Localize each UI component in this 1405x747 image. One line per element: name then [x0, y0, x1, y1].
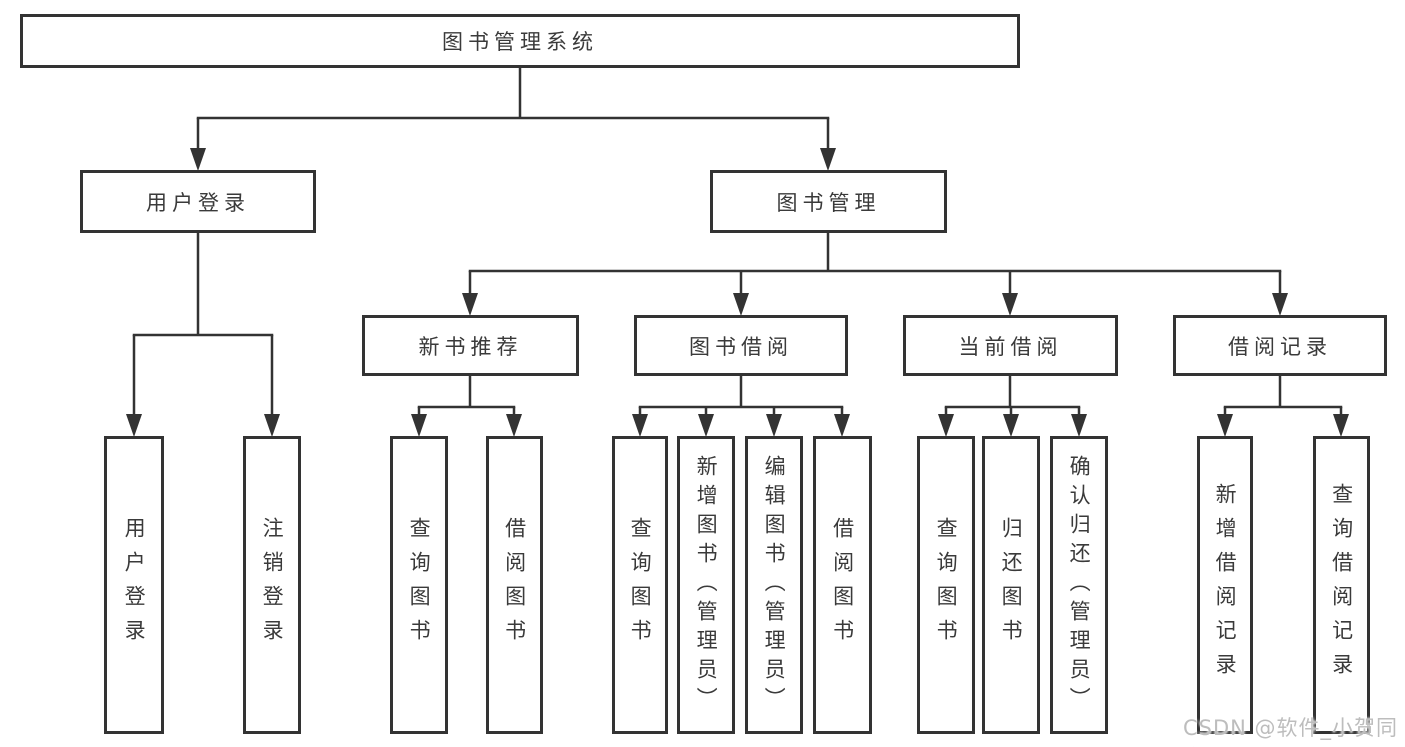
edges-book-management-split — [462, 233, 1288, 316]
arrowhead-icon — [1071, 414, 1087, 437]
arrowhead-icon — [506, 414, 522, 437]
node-label: 借阅图书 — [502, 517, 527, 653]
node-label: 新书推荐 — [418, 334, 523, 359]
node-label: 当前借阅 — [958, 334, 1063, 359]
node-book-management: 图书管理 — [710, 170, 947, 233]
node-label: 图书管理 — [776, 190, 881, 215]
arrowhead-icon — [766, 414, 782, 437]
edges-book-borrowing-split — [632, 376, 850, 437]
arrowhead-icon — [834, 414, 850, 437]
node-label: 编辑图书（管理员） — [762, 454, 787, 716]
arrowhead-icon — [698, 414, 714, 437]
node-user-login: 用户登录 — [80, 170, 316, 233]
node-label: 查询借阅记录 — [1329, 483, 1354, 687]
node-label: 图书借阅 — [689, 334, 793, 359]
node-label: 查询图书 — [934, 517, 959, 653]
leaf-query-books-current: 查询图书 — [917, 436, 975, 734]
leaf-user-login: 用户登录 — [104, 436, 164, 734]
leaf-query-borrow-record: 查询借阅记录 — [1313, 436, 1370, 734]
arrowhead-icon — [1003, 414, 1019, 437]
leaf-add-borrow-record: 新增借阅记录 — [1197, 436, 1253, 734]
leaf-query-books-borrowing: 查询图书 — [612, 436, 668, 734]
node-label: 用户登录 — [122, 517, 147, 653]
arrowhead-icon — [1217, 414, 1233, 437]
leaf-edit-book-admin: 编辑图书（管理员） — [745, 436, 803, 734]
node-label: 新增图书（管理员） — [694, 454, 719, 716]
edges-borrowing-records-split — [1217, 376, 1349, 437]
arrowhead-icon — [1002, 293, 1018, 316]
arrowhead-icon — [938, 414, 954, 437]
edges-new-book-split — [411, 376, 522, 437]
edges-user-login-split — [126, 233, 280, 437]
node-label: 图书管理系统 — [442, 30, 598, 54]
node-label: 用户登录 — [146, 190, 250, 215]
arrowhead-icon — [462, 293, 478, 316]
arrowhead-icon — [820, 148, 836, 171]
leaf-confirm-return-admin: 确认归还（管理员） — [1050, 436, 1108, 734]
node-new-book-recommend: 新书推荐 — [362, 315, 579, 376]
leaf-add-book-admin: 新增图书（管理员） — [677, 436, 735, 734]
arrowhead-icon — [126, 414, 142, 437]
arrowhead-icon — [264, 414, 280, 437]
arrowhead-icon — [411, 414, 427, 437]
node-label: 借阅图书 — [830, 517, 855, 653]
node-current-borrowing: 当前借阅 — [903, 315, 1118, 376]
node-label: 注销登录 — [260, 517, 285, 653]
node-label: 新增借阅记录 — [1213, 483, 1238, 687]
arrowhead-icon — [1333, 414, 1349, 437]
node-label: 借阅记录 — [1228, 334, 1332, 359]
arrowhead-icon — [733, 293, 749, 316]
arrowhead-icon — [632, 414, 648, 437]
leaf-borrow-books-recommend: 借阅图书 — [486, 436, 543, 734]
arrowhead-icon — [190, 148, 206, 171]
node-borrowing-records: 借阅记录 — [1173, 315, 1387, 376]
leaf-borrow-books: 借阅图书 — [813, 436, 872, 734]
node-label: 确认归还（管理员） — [1067, 454, 1092, 716]
node-book-borrowing: 图书借阅 — [634, 315, 848, 376]
leaf-query-books-recommend: 查询图书 — [390, 436, 448, 734]
arrowhead-icon — [1272, 293, 1288, 316]
csdn-watermark: CSDN @软件_小贺同学 — [1183, 716, 1399, 747]
leaf-logout: 注销登录 — [243, 436, 301, 734]
node-label: 查询图书 — [407, 517, 432, 653]
node-label: 归还图书 — [999, 517, 1024, 653]
node-library-system: 图书管理系统 — [20, 14, 1020, 68]
edges-current-borrowing-split — [938, 376, 1087, 437]
leaf-return-books: 归还图书 — [982, 436, 1040, 734]
edges-root-split — [190, 68, 836, 171]
node-label: 查询图书 — [628, 517, 653, 653]
